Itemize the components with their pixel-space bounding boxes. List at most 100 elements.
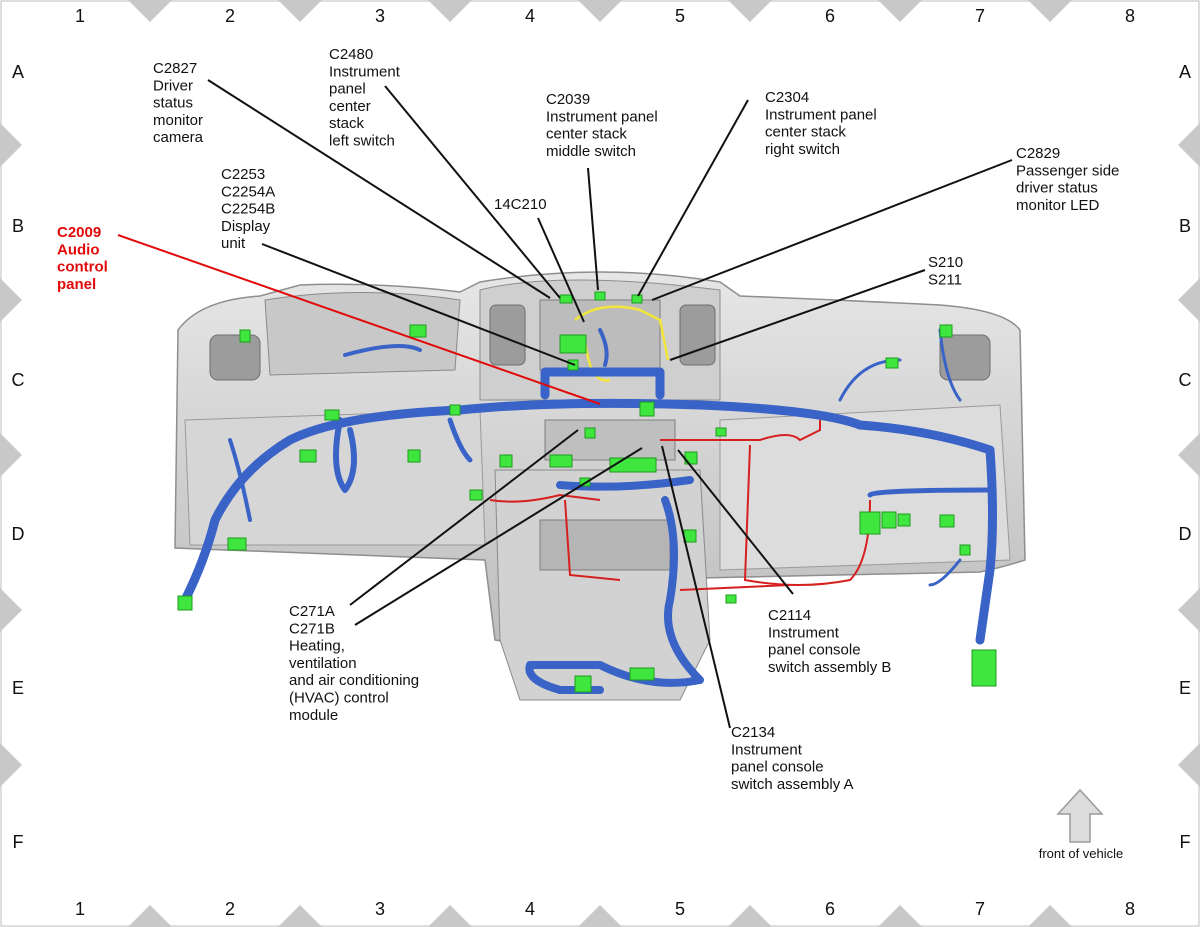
callout-line: C2304 [765, 89, 809, 106]
callout-line: Driver [153, 77, 193, 94]
callout-line: S210 [928, 254, 963, 271]
callout-line: C2254A [221, 183, 275, 200]
leader-c2829 [651, 159, 1013, 301]
callout-line: Audio [57, 241, 100, 258]
instrument-panel-illustration [174, 271, 1026, 701]
callout-line: stack [329, 115, 365, 132]
grid-column-label-bottom: 5 [675, 899, 685, 919]
callout-line: C2827 [153, 60, 197, 77]
grid-marker-right [1178, 278, 1200, 322]
callout-line: camera [153, 129, 204, 146]
leader-c2114 [677, 449, 794, 595]
grid-marker-bottom [1028, 905, 1072, 927]
grid-column-label-bottom: 3 [375, 899, 385, 919]
grid-column-label-top: 1 [75, 6, 85, 26]
callout-line: Display [221, 218, 271, 235]
leader-c2134 [661, 445, 731, 729]
leader-c2827 [207, 79, 551, 299]
grid-marker-top [1028, 0, 1072, 22]
grid-column-label-bottom: 4 [525, 899, 535, 919]
grid-column-label-bottom: 8 [1125, 899, 1135, 919]
callout-line: panel console [731, 759, 824, 776]
grid-row-label-right: E [1179, 678, 1191, 698]
callout-line: switch assembly B [768, 659, 891, 676]
callout-line: switch assembly A [731, 776, 854, 793]
callout-line: S211 [928, 271, 962, 288]
grid-marker-right [1178, 433, 1200, 477]
grid-marker-top [878, 0, 922, 22]
callout-line: C2039 [546, 91, 590, 108]
grid-row-label-left: D [12, 524, 25, 544]
grid-column-label-bottom: 6 [825, 899, 835, 919]
callout-line: monitor [153, 112, 203, 129]
callout-line: monitor LED [1016, 197, 1100, 214]
grid-marker-top [428, 0, 472, 22]
leader-c271a [349, 429, 579, 606]
callout-line: center [329, 98, 371, 115]
callout-line: panel [57, 276, 96, 293]
grid-row-label-right: F [1180, 832, 1191, 852]
grid-row-label-left: E [12, 678, 24, 698]
leader-s210 [669, 269, 926, 361]
callout-line: Instrument [731, 741, 803, 758]
leader-14c210 [537, 217, 585, 323]
callout-line: Passenger side [1016, 162, 1119, 179]
callout-line: center stack [546, 126, 627, 143]
callout-line: right switch [765, 141, 840, 158]
callout-line: Instrument panel [765, 106, 877, 123]
leader-c2039 [587, 167, 599, 291]
grid-marker-bottom [578, 905, 622, 927]
callout-line: Instrument [329, 63, 401, 80]
orientation-label: front of vehicle [1039, 846, 1124, 861]
grid-marker-top [578, 0, 622, 22]
callout-line: center stack [765, 124, 846, 141]
leader-c2009 [117, 234, 601, 405]
callout-line: C271B [289, 620, 335, 637]
grid-marker-left [0, 433, 22, 477]
grid-column-label-bottom: 1 [75, 899, 85, 919]
grid-marker-right [1178, 123, 1200, 167]
grid-column-label-bottom: 7 [975, 899, 985, 919]
grid-column-label-top: 6 [825, 6, 835, 26]
callout-line: panel console [768, 642, 861, 659]
callout-line: left switch [329, 133, 395, 150]
callout-line: C2254B [221, 201, 275, 218]
grid-marker-bottom [428, 905, 472, 927]
grid-marker-top [728, 0, 772, 22]
callout-line: C2480 [329, 46, 373, 63]
grid-row-label-left: C [12, 370, 25, 390]
grid-column-label-top: 7 [975, 6, 985, 26]
callout-line: Instrument panel [546, 108, 658, 125]
leader-c2304 [637, 99, 749, 297]
callout-line: (HVAC) control [289, 690, 389, 707]
leader-c2253 [261, 243, 576, 366]
leader-c2480 [384, 85, 561, 299]
callout-line: control [57, 259, 108, 276]
callout-line: unit [221, 235, 246, 252]
callout-line: C271A [289, 603, 335, 620]
front-of-vehicle-arrow-icon [1056, 788, 1104, 843]
callout-line: panel [329, 81, 366, 98]
leader-c271b [354, 447, 643, 626]
grid-marker-left [0, 743, 22, 787]
grid-marker-right [1178, 588, 1200, 632]
grid-row-label-right: D [1179, 524, 1192, 544]
grid-marker-bottom [728, 905, 772, 927]
grid-row-label-left: B [12, 216, 24, 236]
grid-marker-left [0, 278, 22, 322]
leader-lines [207, 79, 1013, 729]
grid-column-label-bottom: 2 [225, 899, 235, 919]
callout-line: middle switch [546, 143, 636, 160]
grid-row-label-right: C [1179, 370, 1192, 390]
